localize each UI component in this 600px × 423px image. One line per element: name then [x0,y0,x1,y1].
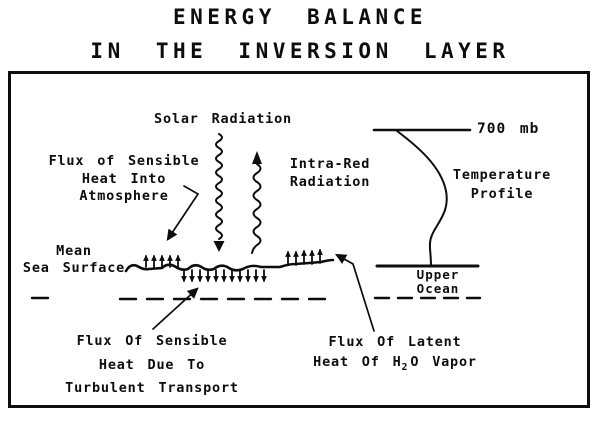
pressure-level-label: 700 mb [477,121,540,137]
infrared-radiation-label-line2: Radiation [289,174,371,190]
dashed-line-left [30,296,335,301]
sensible-heat-atmosphere-label: Flux of Sensible Heat Into Atmosphere [38,153,210,206]
turbulent-transport-label-line3: Turbulent Transport [65,380,239,396]
infrared-squiggle [251,163,262,254]
mean-sea-surface-label-line1: Mean [56,243,92,259]
mean-sea-surface-label-line2: Sea Surface [22,260,126,276]
sensible-heat-atmosphere-label-line2: Heat Into [81,170,167,187]
solar-radiation-label: Solar Radiation [154,111,292,127]
temperature-profile-label-line1: Temperature [452,167,552,183]
temperature-profile-label: Temperature Profile [446,166,558,203]
latent-heat-label-line2-pre: Heat Of H [313,354,402,370]
infrared-arrowhead [252,151,262,164]
sensible-heat-up-arrows [143,254,181,268]
infrared-radiation-label: Intra-Red Radiation [268,155,392,191]
figure-title-line1: ENERGY BALANCE [172,5,427,29]
temperature-profile-label-line2: Profile [470,185,534,202]
turbulent-down-arrows [181,269,267,283]
latent-heat-label-line1: Flux Of Latent [328,334,462,350]
sensible-heat-atmosphere-label-line3: Atmosphere [79,188,169,204]
temperature-profile-curve [396,130,448,267]
turbulent-transport-label: Flux Of Sensible Heat Due To Turbulent T… [44,330,260,401]
figure-title-line2: IN THE INVERSION LAYER [90,39,510,63]
pointer-arrow-latent [334,253,375,332]
latent-heat-label-h2o-subscript: 2 [401,361,409,373]
turbulent-transport-label-line2: Heat Due To [98,356,206,373]
upper-ocean-label-line1: Upper [416,267,460,282]
pointer-arrow-turbulent [152,287,199,330]
solar-radiation-squiggle [215,133,223,240]
turbulent-transport-label-line1: Flux Of Sensible [76,333,228,349]
solar-radiation-arrowhead [213,241,225,252]
pointer-arrow-sensible-atmosphere [166,185,200,241]
latent-heat-label-line2-post: O Vapor [410,354,477,370]
infrared-radiation-label-line1: Intra-Red [289,156,371,172]
upper-ocean-label: Upper Ocean [404,268,472,295]
mean-sea-surface-label: Mean Sea Surface [16,243,132,277]
sea-surface-line [124,258,335,273]
diagram-frame [8,71,590,408]
upper-ocean-label-line2: Ocean [416,280,460,296]
latent-heat-up-arrows [285,248,323,266]
sensible-heat-atmosphere-label-line1: Flux of Sensible [48,153,200,169]
